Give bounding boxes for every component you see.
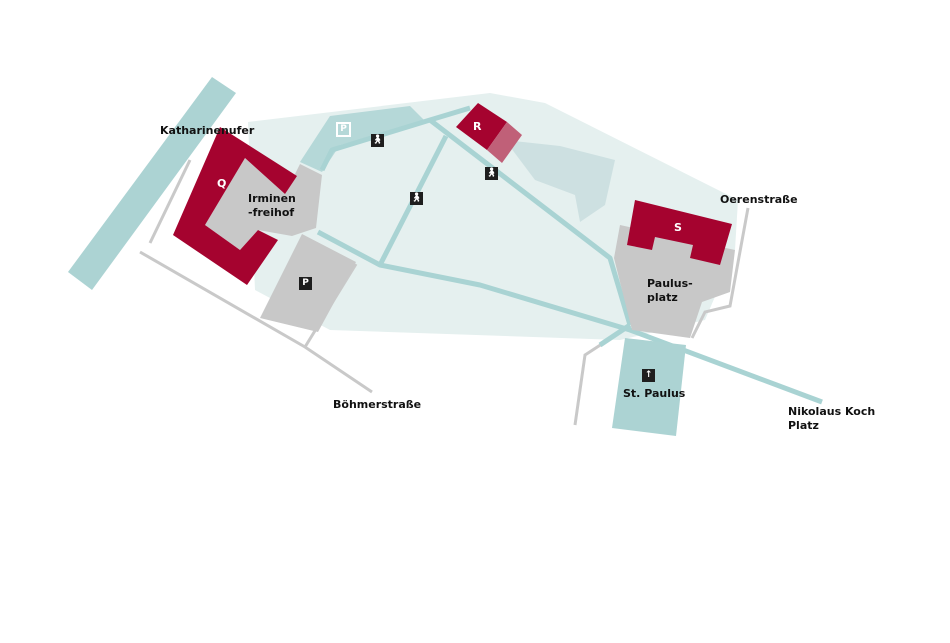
pedestrian-icon: 🚶︎ [371, 134, 384, 147]
label-oerenstrasse: Oerenstraße [720, 193, 798, 206]
parking-icon-outline: P [336, 122, 351, 137]
label-paulusplatz: Paulus- platz [647, 277, 693, 304]
pedestrian-icon: 🚶︎ [485, 167, 498, 180]
label-nikolaus-koch-platz: Nikolaus Koch Platz [788, 405, 876, 432]
label-boehmerstrasse: Böhmerstraße [333, 398, 422, 411]
building-q-label: Q [217, 177, 227, 190]
building-r-label: R [473, 120, 482, 133]
river-strip [68, 77, 236, 290]
building-outline-area [505, 140, 615, 222]
label-st-paulus: St. Paulus [623, 387, 686, 400]
building-s-label: S [674, 221, 682, 234]
st-paulus-church [612, 338, 686, 436]
building-r-annex [487, 122, 522, 163]
building-s [627, 200, 732, 265]
building-q [173, 127, 297, 285]
label-irminenfreihof: Irminen -freihof [248, 192, 296, 219]
pedestrian-icon: 🚶︎ [410, 192, 423, 205]
label-katharinenufer: Katharinenufer [160, 124, 255, 137]
building-r [456, 103, 507, 150]
parking-icon: P [299, 277, 312, 290]
church-icon: ↑ [642, 369, 655, 382]
